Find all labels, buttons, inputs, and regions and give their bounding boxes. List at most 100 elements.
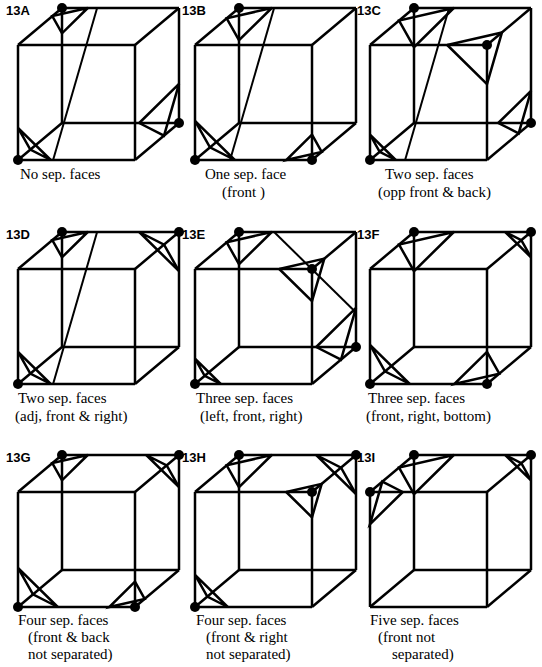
cube-edge bbox=[414, 231, 531, 234]
cube-edge bbox=[487, 232, 531, 269]
cube-edge bbox=[414, 7, 531, 10]
cube-edge bbox=[18, 491, 135, 494]
cube-edge bbox=[355, 232, 358, 347]
vertex-dot bbox=[365, 155, 375, 165]
corner-cut-triangle bbox=[316, 455, 356, 494]
cube-edge bbox=[134, 45, 137, 160]
cube-edge bbox=[370, 570, 414, 607]
cube-edge bbox=[312, 347, 356, 384]
corner-cut-triangle bbox=[498, 91, 531, 134]
cube-edge bbox=[239, 569, 356, 572]
corner-cut-triangle bbox=[146, 455, 179, 487]
cube-edge bbox=[194, 492, 197, 607]
vertex-dot bbox=[57, 3, 67, 13]
cube-edge bbox=[62, 569, 179, 572]
cube-figure bbox=[13, 3, 184, 165]
cube-figure bbox=[190, 450, 361, 612]
cube-edge bbox=[178, 455, 181, 570]
corner-cut-triangle bbox=[139, 84, 179, 136]
cube-edge bbox=[135, 123, 179, 160]
corner-cut-triangle bbox=[52, 455, 87, 480]
cube-edge bbox=[370, 491, 487, 494]
corner-cut-triangle bbox=[286, 135, 321, 160]
cube-figure bbox=[365, 450, 536, 607]
cube-figure bbox=[190, 3, 356, 165]
vertex-dot bbox=[57, 450, 67, 460]
caption-line: Two sep. faces bbox=[18, 390, 107, 407]
cube-edge bbox=[312, 8, 356, 45]
cube-edge bbox=[486, 45, 489, 160]
surface-line bbox=[274, 232, 356, 313]
corner-cut-triangle bbox=[109, 582, 144, 607]
cube-edge bbox=[135, 455, 179, 492]
cube-edge bbox=[178, 232, 181, 347]
cube-edge bbox=[239, 454, 356, 457]
vertex-dot bbox=[174, 118, 184, 128]
caption-line: (adj, front & right) bbox=[15, 408, 127, 425]
cube-edge bbox=[370, 159, 487, 162]
cube-edge bbox=[413, 232, 416, 347]
cube-edge bbox=[135, 8, 179, 45]
caption-line: not separated) bbox=[28, 646, 113, 663]
caption-line: No sep. faces bbox=[20, 166, 100, 183]
corner-cut-triangle bbox=[18, 128, 51, 160]
cube-edge bbox=[487, 8, 531, 45]
corner-cut-triangle bbox=[454, 352, 499, 384]
cube-edge bbox=[530, 8, 533, 123]
cube-edge bbox=[195, 570, 239, 607]
corner-cut-triangle bbox=[399, 8, 454, 47]
surface-line bbox=[97, 454, 144, 456]
corner-cut-triangle bbox=[505, 232, 531, 257]
cube-edge bbox=[194, 269, 197, 384]
figure-number: 13I bbox=[357, 451, 375, 465]
caption-line: Three sep. faces bbox=[368, 390, 465, 407]
cube-edge bbox=[134, 269, 137, 384]
caption-line: (front & right bbox=[206, 629, 288, 646]
corner-cut-triangle bbox=[52, 8, 87, 33]
vertex-dot bbox=[57, 227, 67, 237]
surface-line bbox=[230, 8, 274, 160]
corner-cut-triangle bbox=[227, 8, 272, 40]
figure-number: 13A bbox=[6, 4, 30, 18]
corner-cut-triangle bbox=[279, 259, 324, 302]
vertex-dot bbox=[365, 487, 375, 497]
vertex-dot bbox=[482, 40, 492, 50]
corner-cut-triangle bbox=[370, 482, 403, 525]
cube-edge bbox=[17, 492, 20, 607]
corner-cut-triangle bbox=[227, 455, 272, 487]
cube-edge bbox=[61, 232, 64, 347]
caption-line: (front ) bbox=[222, 184, 265, 201]
surface-line bbox=[449, 454, 496, 456]
surface-line bbox=[53, 8, 97, 160]
cube-edge bbox=[414, 454, 531, 457]
figure-number: 13C bbox=[357, 4, 381, 18]
vertex-dot bbox=[351, 342, 361, 352]
corner-cut-triangle bbox=[195, 359, 221, 384]
caption-line: Four sep. faces bbox=[196, 612, 286, 629]
vertex-dot bbox=[409, 227, 419, 237]
figure-number: 13D bbox=[6, 228, 30, 242]
cube-edge bbox=[370, 268, 487, 271]
surface-line bbox=[274, 454, 321, 456]
surface-line bbox=[449, 231, 496, 233]
cube-edge bbox=[530, 455, 533, 570]
cube-edge bbox=[239, 122, 356, 125]
caption-line: (front not bbox=[378, 629, 435, 646]
cube-edge bbox=[239, 346, 356, 349]
corner-cut-triangle bbox=[447, 32, 502, 84]
cube-edge bbox=[62, 122, 179, 125]
corner-cut-triangle bbox=[399, 232, 454, 271]
vertex-dot bbox=[190, 155, 200, 165]
cube-edge bbox=[62, 346, 179, 349]
corner-cut-triangle bbox=[18, 352, 51, 384]
cube-edge bbox=[311, 269, 314, 384]
cube-edge bbox=[61, 8, 64, 123]
cube-edge bbox=[486, 269, 489, 384]
caption-line: (opp front & back) bbox=[378, 184, 491, 201]
cube-edge bbox=[312, 123, 356, 160]
corner-cut-triangle bbox=[195, 121, 235, 160]
cube-edge bbox=[195, 383, 312, 386]
figure-number: 13F bbox=[357, 228, 379, 242]
cube-edge bbox=[195, 268, 312, 271]
vertex-dot bbox=[526, 118, 536, 128]
